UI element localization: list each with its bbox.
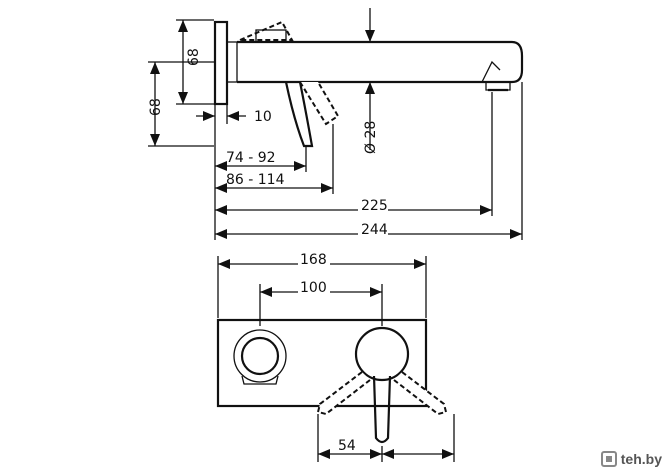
wall-plate-side [213, 20, 229, 106]
valve-rosette [233, 329, 287, 383]
spout [237, 40, 524, 84]
body-block [226, 41, 238, 83]
dim-pipe-diameter-label: Ø 28 [363, 121, 379, 154]
dim-handle-offset-label: 54 [338, 438, 356, 454]
handle-lever [372, 375, 392, 444]
dim-depth-long-label: 86 - 114 [226, 172, 285, 188]
dim-center-distance-label: 100 [300, 280, 327, 296]
lever-top-dashed [239, 20, 294, 41]
front-view [216, 318, 448, 444]
dim-wall-thickness: 10 [196, 104, 272, 125]
aerator [485, 82, 511, 91]
watermark-logo-icon [600, 451, 617, 467]
dim-overall-length: 244 [215, 82, 523, 240]
dim-center-distance: 100 [259, 280, 383, 326]
dim-depth-long: 86 - 114 [215, 124, 334, 194]
dim-plate-width-label: 168 [300, 252, 327, 268]
dim-spout-reach: 225 [215, 92, 493, 216]
watermark: teh.by [600, 451, 662, 467]
lever-right-dashed [393, 371, 448, 416]
lever-cap [255, 29, 287, 43]
dim-height-lower-label: 68 [148, 98, 164, 116]
lever-left-dashed [316, 371, 371, 416]
lever-bottom-dashed [299, 81, 340, 126]
dim-spout-reach-label: 225 [361, 198, 388, 214]
dim-height-upper-label: 68 [186, 48, 202, 66]
watermark-text: teh.by [620, 451, 662, 467]
dim-plate-width: 168 [217, 252, 427, 318]
dim-depth-short-label: 74 - 92 [226, 150, 276, 166]
handle-hub [354, 326, 410, 382]
dim-depth-short: 74 - 92 [214, 124, 307, 240]
dim-handle-offset: 54 [317, 414, 455, 462]
lever-bottom [284, 81, 314, 148]
aerator-edge [481, 60, 501, 83]
dim-wall-thickness-label: 10 [254, 109, 272, 125]
valve-knob [240, 336, 280, 376]
valve-tab [241, 375, 279, 385]
side-view [213, 8, 524, 150]
dim-height-lower: 68 [148, 61, 214, 147]
dim-overall-length-label: 244 [361, 222, 388, 238]
